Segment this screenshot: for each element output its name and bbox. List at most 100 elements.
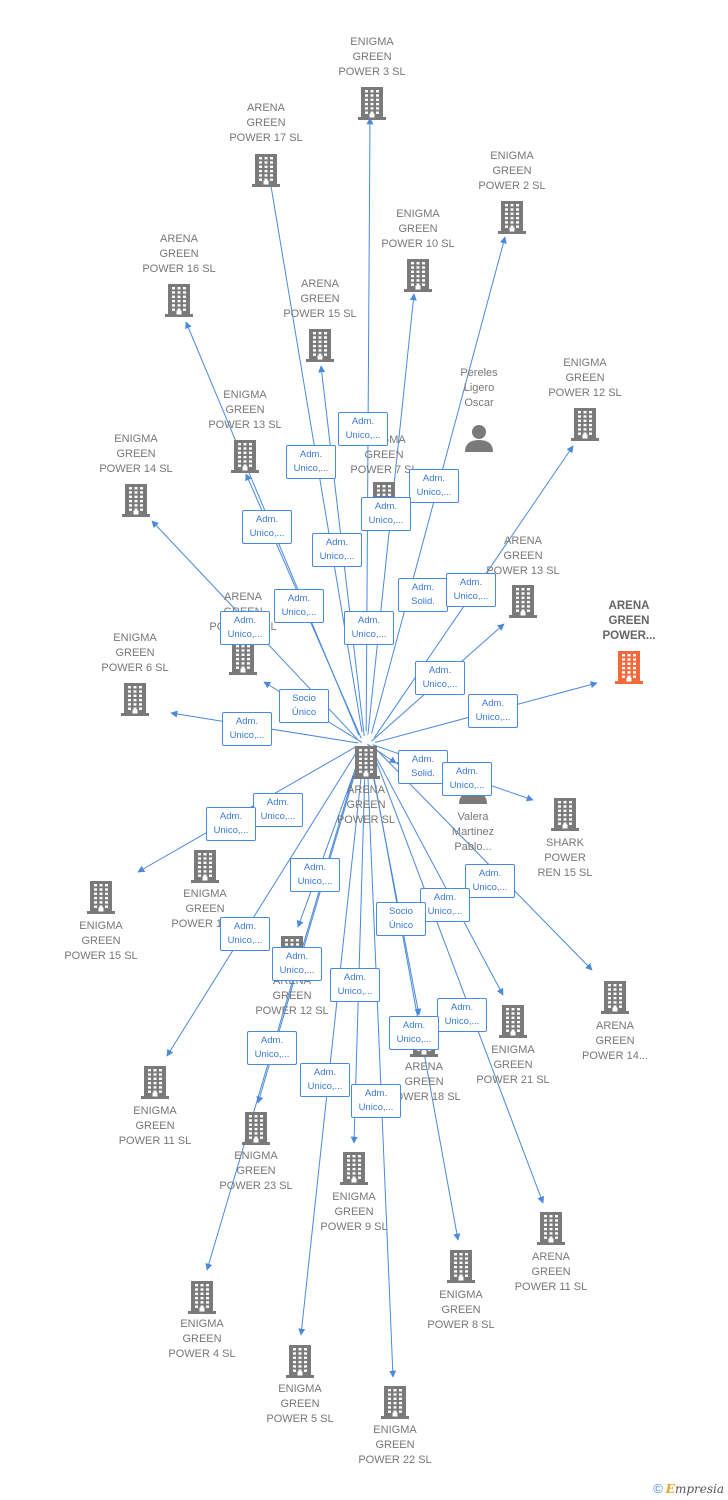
building-icon[interactable] [286,1344,314,1383]
building-icon[interactable] [188,1280,216,1319]
building-icon[interactable] [615,650,643,689]
edge-label-e4[interactable]: Adm.Unico,... [361,497,411,531]
edge-label-e19[interactable]: Adm.Unico,... [206,807,256,841]
edge-label-e11[interactable]: Adm.Unico,... [344,611,394,645]
edge-label-e23[interactable]: Adm.Unico,... [220,917,270,951]
building-icon[interactable] [601,980,629,1019]
node-label-line: Ligero [463,382,495,394]
building-icon[interactable] [499,1004,527,1043]
building-icon[interactable] [229,641,257,680]
edge-label-text: Unico,... [396,1034,432,1045]
building-icon[interactable] [358,86,386,125]
building-icon[interactable] [306,328,334,367]
edge-label-e7[interactable]: Adm.Solid. [398,578,448,612]
building-icon[interactable] [498,200,526,239]
building-icon-glyph [340,1152,368,1185]
edge-label-e9[interactable]: Adm.Unico,... [274,589,324,623]
building-icon[interactable] [242,1111,270,1150]
edge-label-e16[interactable]: Adm.Unico,... [253,793,303,827]
edge-label-e27[interactable]: Adm.Unico,... [437,998,487,1032]
edge-label-e15[interactable]: Adm.Unico,... [222,712,272,746]
edge-label-e3[interactable]: Adm.Unico,... [409,469,459,503]
building-icon[interactable] [165,283,193,322]
edge-label-e20[interactable]: Adm.Unico,... [290,858,340,892]
building-icon[interactable] [352,745,380,784]
edge-label-e26[interactable]: Adm.Unico,... [330,968,380,1002]
building-icon[interactable] [252,153,280,192]
edge-label-text: Unico,... [229,730,265,741]
building-icon[interactable] [404,258,432,297]
edge-label-e8[interactable]: Adm.Unico,... [446,573,496,607]
edge-label-e28[interactable]: Adm.Unico,... [389,1016,439,1050]
building-icon[interactable] [231,439,259,478]
edge-label-e10[interactable]: Adm.Unico,... [220,611,270,645]
building-icon[interactable] [571,407,599,446]
edge-label-e17[interactable]: Adm.Solid. [398,750,448,784]
brand-logo[interactable]: Empresia [665,1481,724,1496]
building-icon[interactable] [191,849,219,888]
edge-label-e1[interactable]: Adm.Unico,... [338,412,388,446]
edge-label-text: Unico,... [368,515,404,526]
building-icon[interactable] [551,797,579,836]
edge-label-e5[interactable]: Adm.Unico,... [242,510,292,544]
building-icon[interactable] [141,1065,169,1104]
edge-label-e18[interactable]: Adm.Unico,... [442,762,492,796]
building-icon[interactable] [121,682,149,721]
edge-label-e25[interactable]: Adm.Unico,... [272,947,322,981]
edge-label-text: Unico,... [449,780,485,791]
edge-label-e13[interactable]: Adm.Unico,... [468,694,518,728]
building-icon[interactable] [509,584,537,623]
edge-label-e29[interactable]: Adm.Unico,... [247,1031,297,1065]
edge-label-e2[interactable]: Adm.Unico,... [286,445,336,479]
building-icon[interactable] [122,483,150,522]
edge-label-e12[interactable]: Adm.Unico,... [415,661,465,695]
edge-n30 [298,755,364,1336]
node-label-line: POWER 23 SL [219,1180,293,1192]
node-label-line: ARENA [405,1061,443,1073]
edge-label-e21[interactable]: Adm.Unico,... [465,864,515,898]
building-icon[interactable] [381,1385,409,1424]
building-icon[interactable] [340,1151,368,1190]
edge-label-e31[interactable]: Adm.Unico,... [351,1084,401,1118]
edge-label-e30[interactable]: Adm.Unico,... [300,1063,350,1097]
node-label-line: ENIGMA [491,1044,535,1056]
edge-label-e22[interactable]: Adm.Unico,... [420,888,470,922]
building-icon-glyph [358,87,386,120]
edge-label-e6[interactable]: Adm.Unico,... [312,533,362,567]
building-icon[interactable] [537,1211,565,1250]
node-label-line: ARENA [224,591,262,603]
building-icon[interactable] [87,880,115,919]
person-icon[interactable] [464,424,494,457]
building-icon[interactable] [447,1249,475,1288]
